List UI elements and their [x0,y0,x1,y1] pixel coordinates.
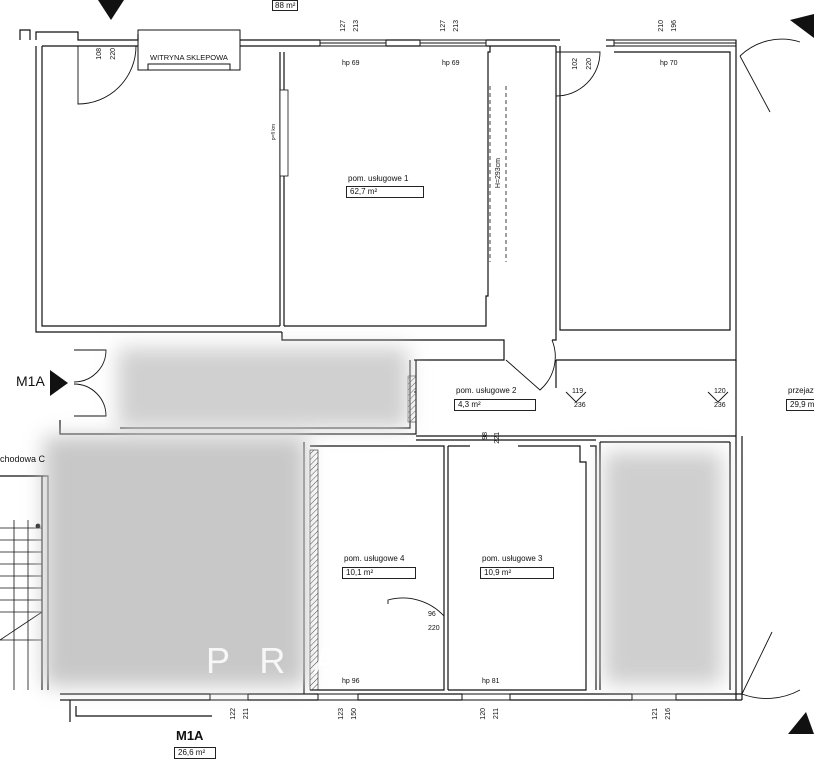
windows-bottom [209,693,677,701]
dim-w3b: 196 [671,20,678,32]
dim-98-a: 98 [482,432,489,440]
dim-w2b: 213 [453,20,460,32]
niche-label: p=fl km [271,124,277,141]
stair-label: chodowa C [0,454,46,464]
dim-96-a: 96 [428,611,436,618]
dim-b4-a: 121 [652,708,659,720]
dim-w3a: 210 [658,20,665,32]
room-1-name: pom. usługowe 1 [348,174,409,183]
marker-bottom-right [788,712,814,734]
hp-label-5: hp 81 [482,678,500,685]
windows-top [137,29,737,71]
dim-b2-b: 150 [351,708,358,720]
door-swings [73,38,801,699]
dim-w2a: 127 [440,20,447,32]
przejazd-area: 29,9 m [786,399,814,411]
top-area-label: 88 m² [272,0,299,11]
room-3-area: 10,9 m² [480,567,554,579]
dim-w1b: 213 [353,20,360,32]
hp-label-3: hp 70 [660,60,678,67]
blurred-region-right [604,452,722,684]
north-marker-top [98,0,124,20]
wall-niche [279,89,289,177]
dashed-opening [489,86,730,437]
room-3-name: pom. usługowe 3 [482,554,543,563]
dim-119-a: 119 [572,388,584,395]
hp-label-2: hp 69 [442,60,460,67]
dim-mid-a: 102 [572,58,579,70]
dim-b3-b: 211 [493,708,500,720]
dim-b1-b: 211 [243,708,250,720]
dim-w1a: 127 [340,20,347,32]
stairs [0,520,43,690]
dim-b4-b: 216 [665,708,672,720]
dim-left-b: 220 [110,48,117,60]
dim-b1-a: 122 [230,708,237,720]
blurred-region-left [44,436,306,686]
hatched-wall-b [407,375,417,423]
room-4-area: 10,1 m² [342,567,416,579]
dim-120-b: 236 [714,402,726,409]
m1a-marker-triangle [50,370,68,396]
hatched-wall-a [309,449,319,691]
dim-b2-a: 123 [338,708,345,720]
m1a-bottom-area: 26,6 m² [174,747,216,759]
dim-mid-b: 220 [586,58,593,70]
dim-b3-a: 120 [480,708,487,720]
m1a-bottom-name: M1A [176,728,204,743]
hp-label-1: hp 69 [342,60,360,67]
dim-96-b: 220 [428,625,440,632]
height-label: H=293cm [495,158,502,189]
room-1-area: 62,7 m² [346,186,424,198]
shop-window-label: WITRYNA SKLEPOWA [150,53,228,62]
dim-119-b: 236 [574,402,586,409]
room-4-name: pom. usługowe 4 [344,554,405,563]
dim-120-a: 120 [714,388,726,395]
room-2-name: pom. usługowe 2 [456,386,517,395]
hp-label-4: hp 96 [342,678,360,685]
m1a-marker-label: M1A [16,373,45,389]
blurred-region-corridor [118,348,408,428]
dim-98-b: 221 [494,432,501,444]
marker-top-right [790,14,814,38]
room-2-area: 4,3 m² [454,399,536,411]
watermark-text: P R A [206,640,348,681]
przejazd-name: przejaz [788,386,814,395]
dim-left-a: 108 [96,48,103,60]
